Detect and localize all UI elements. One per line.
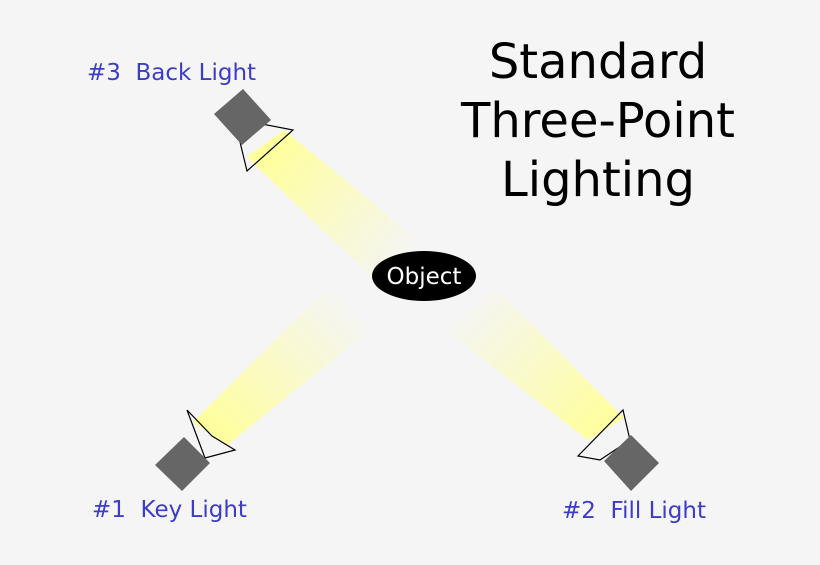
key-light-barn-door — [186, 409, 237, 459]
back-light-beam — [247, 130, 425, 290]
key-light-beam — [193, 285, 370, 446]
fill-light-body — [604, 435, 659, 491]
title-line-3: Lighting — [500, 152, 695, 208]
key-light-body — [155, 437, 210, 491]
title-line-1: Standard — [488, 34, 708, 90]
key-light-lamp — [155, 409, 237, 491]
fill-light-beam — [445, 287, 624, 440]
object-ellipse — [372, 251, 476, 301]
object-label: Object — [386, 264, 462, 290]
fill-light-label: #2 Fill Light — [562, 498, 706, 524]
back-light-body — [214, 89, 271, 145]
title-line-2: Three-Point — [461, 93, 735, 149]
fill-light-barn-door — [576, 408, 631, 461]
back-light-label: #3 Back Light — [87, 60, 257, 86]
diagram-title: Standard Three-Point Lighting — [448, 33, 748, 210]
fill-light-lamp — [576, 408, 659, 491]
back-light-lamp — [214, 89, 295, 173]
key-light-label: #1 Key Light — [92, 497, 247, 523]
